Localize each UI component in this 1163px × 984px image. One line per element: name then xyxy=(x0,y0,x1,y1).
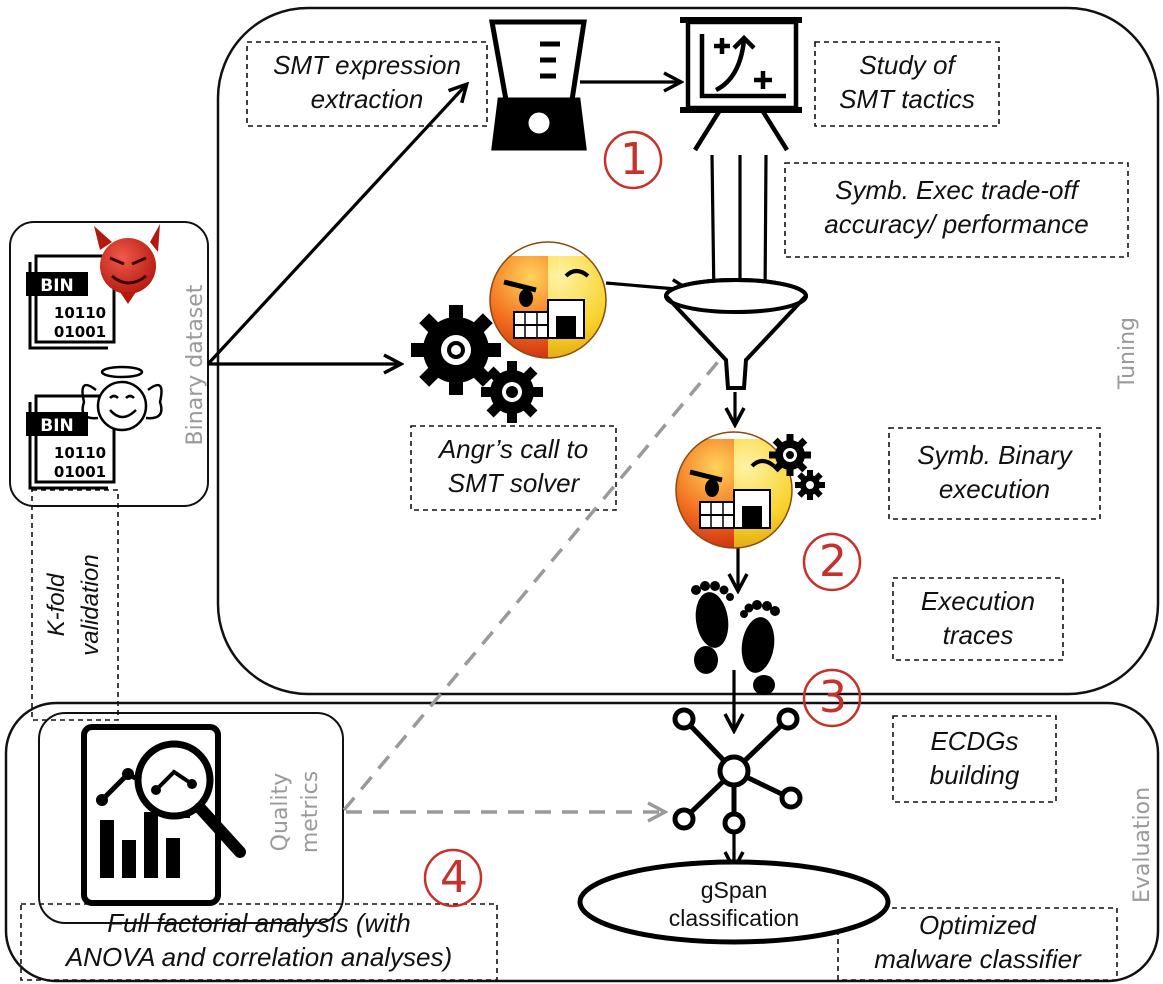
blender-icon xyxy=(489,19,587,151)
graph-network-icon xyxy=(672,707,803,835)
angel-icon xyxy=(81,365,163,432)
label-tuning: Tuning xyxy=(1115,317,1140,390)
note-symb-binary-line1: Symb. Binary xyxy=(917,440,1072,470)
footprints-icon xyxy=(691,581,780,695)
step-circle-4 xyxy=(423,848,483,908)
note-ecdgs-line2: building xyxy=(929,760,1020,790)
note-smt-extraction-line1: SMT expression xyxy=(273,50,461,80)
split-face-exec-icon xyxy=(675,431,825,549)
step-circle-1 xyxy=(603,130,663,190)
note-tradeoff: Symb. Exec trade-off accuracy/ performan… xyxy=(785,173,1128,241)
bits-bottom-2: 01001 xyxy=(54,463,106,481)
note-factorial: Full factorial analysis (with ANOVA and … xyxy=(21,906,497,974)
gears-icon xyxy=(411,305,543,423)
note-smt-extraction-line2: extraction xyxy=(310,84,424,114)
whiteboard-chart-icon xyxy=(680,17,802,152)
note-optimized-line1: Optimized xyxy=(918,910,1037,940)
note-kfold: K-fold validation xyxy=(40,490,110,720)
arrow-dataset-to-extraction xyxy=(206,85,466,366)
devil-icon xyxy=(94,224,160,304)
note-frame-kfold xyxy=(31,489,119,721)
quality-metrics-box xyxy=(38,712,344,924)
feedback-arrows xyxy=(342,333,742,812)
note-kfold-line1: K-fold xyxy=(43,573,70,637)
bin-tag-top: BIN xyxy=(40,276,74,296)
note-frame-tradeoff xyxy=(784,162,1129,258)
arrow-metrics-to-funnel xyxy=(342,333,742,812)
note-smt-tactics-line2: SMT tactics xyxy=(839,84,975,114)
note-exec-traces-line2: traces xyxy=(942,620,1014,650)
note-factorial-line2: ANOVA and correlation analyses) xyxy=(65,942,453,972)
note-frame-exec-traces xyxy=(892,577,1064,661)
note-tradeoff-line1: Symb. Exec trade-off xyxy=(835,175,1078,205)
gspan-label-line1: gSpan xyxy=(700,877,768,903)
note-angr-call-line1: Angr’s call to xyxy=(438,434,589,464)
note-factorial-line1: Full factorial analysis (with xyxy=(107,908,411,938)
bin-tag-bottom: BIN xyxy=(40,416,74,436)
note-frame-smt-tactics xyxy=(814,41,1000,127)
gspan-ellipse xyxy=(577,859,891,945)
step-4: 4 xyxy=(440,852,468,903)
arrow-tactic-1 xyxy=(712,154,714,300)
funnel-icon xyxy=(664,278,808,390)
label-evaluation: Evaluation xyxy=(1130,786,1155,904)
note-angr-call-line2: SMT solver xyxy=(447,468,580,498)
note-frame-smt-extraction xyxy=(246,41,488,127)
note-frame-factorial xyxy=(20,903,498,981)
note-exec-traces: Execution traces xyxy=(893,584,1063,652)
split-face-emoji-icon xyxy=(489,241,607,359)
step-circle-2 xyxy=(802,532,862,592)
bits-top-2: 01001 xyxy=(54,323,106,341)
note-ecdgs-line1: ECDGs xyxy=(930,726,1019,756)
binary-file-malware-icon: BIN 10110 01001 xyxy=(26,254,116,350)
gspan-label: gSpan classification xyxy=(634,876,834,932)
step-circle-3 xyxy=(802,668,862,728)
note-smt-tactics-line1: Study of xyxy=(859,50,955,80)
note-angr-call: Angr’s call to SMT solver xyxy=(411,432,616,500)
note-optimized: Optimized malware classifier xyxy=(838,908,1117,976)
note-frame-angr-call xyxy=(410,425,617,511)
note-ecdgs: ECDGs building xyxy=(893,724,1056,792)
note-tradeoff-line2: accuracy/ performance xyxy=(824,209,1089,239)
evaluation-region xyxy=(4,701,1160,983)
note-symb-binary-line2: execution xyxy=(938,474,1051,504)
note-exec-traces-line1: Execution xyxy=(920,586,1036,616)
bits-bottom-1: 10110 xyxy=(54,444,106,462)
note-optimized-line2: malware classifier xyxy=(874,944,1081,974)
arrow-tactic-3 xyxy=(765,154,766,300)
analytics-magnifier-icon xyxy=(81,724,246,906)
note-frames xyxy=(20,41,1129,981)
note-frame-symb-binary xyxy=(888,427,1101,520)
step-3: 3 xyxy=(819,672,847,723)
label-quality-metrics-line2: metrics xyxy=(298,770,323,854)
gspan-label-line2: classification xyxy=(668,905,800,931)
note-frame-optimized xyxy=(837,907,1118,981)
label-quality-metrics: Quality metrics xyxy=(266,762,330,862)
step-2: 2 xyxy=(819,536,847,587)
step-1: 1 xyxy=(620,134,648,185)
step-circles xyxy=(423,130,862,908)
note-symb-binary: Symb. Binary execution xyxy=(889,438,1100,506)
note-frame-ecdgs xyxy=(892,715,1057,803)
note-smt-extraction: SMT expression extraction xyxy=(247,48,487,116)
note-smt-tactics: Study of SMT tactics xyxy=(815,48,999,116)
label-quality-metrics-line1: Quality xyxy=(268,772,293,852)
note-kfold-line2: validation xyxy=(77,554,104,656)
label-binary-dataset: Binary dataset xyxy=(183,284,208,446)
bits-top-1: 10110 xyxy=(54,304,106,322)
